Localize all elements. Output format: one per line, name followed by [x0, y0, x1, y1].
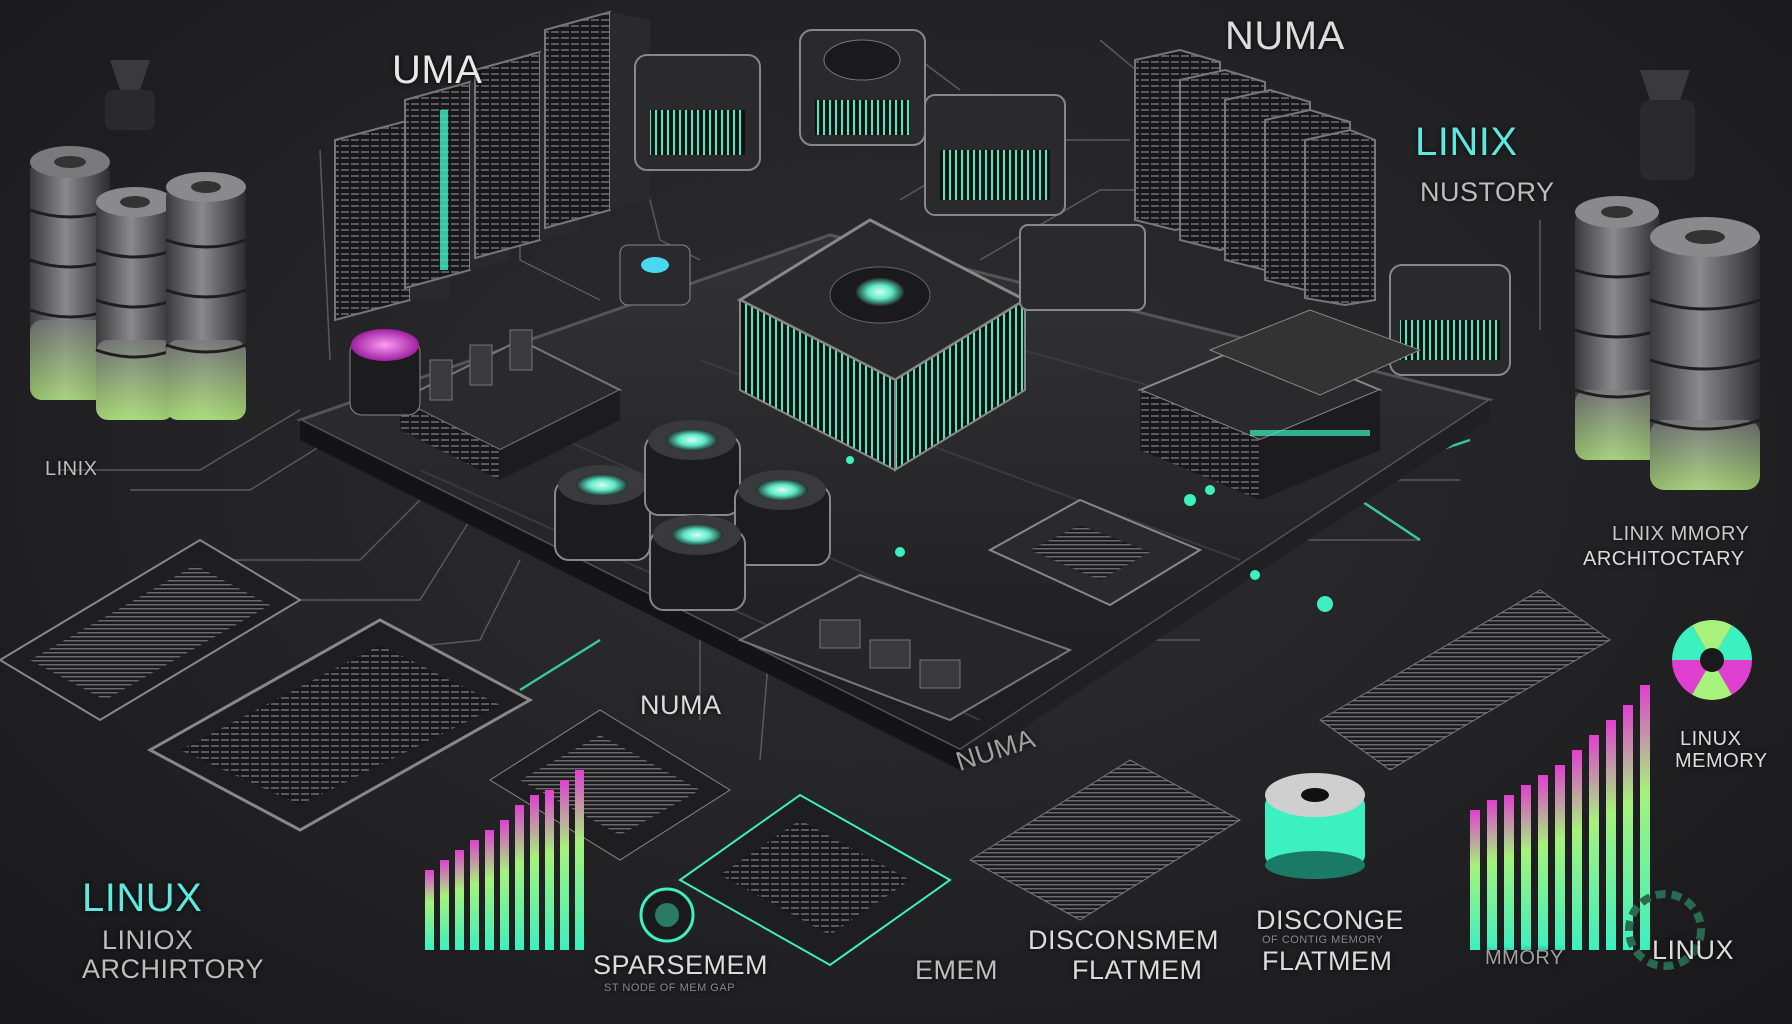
label-disconge-sub: OF CONTIG MEMORY [1262, 934, 1384, 946]
pie-chart-icon [1672, 620, 1752, 700]
label-disconsmem: DISCONSMEM [1028, 925, 1220, 955]
bar-chart-decoration-right [1470, 685, 1650, 950]
label-linix-left: LINIX [45, 458, 98, 480]
label-emem: EMEM [915, 955, 998, 985]
label-disconge: DISCONGE [1256, 905, 1405, 935]
label-archirtory: ARCHIRTORY [82, 954, 265, 984]
label-numa-top: NUMA [1225, 14, 1345, 58]
chipset-modules [737, 498, 1203, 722]
label-flatmem-1: FLATMEM [1072, 955, 1203, 985]
label-uma: UMA [392, 48, 483, 92]
label-linux-memory-2: MEMORY [1675, 750, 1768, 772]
memory-cylinders-right [1574, 70, 1761, 490]
label-flatmem-2: FLATMEM [1262, 946, 1393, 976]
label-sparsemem-sub: ST NODE OF MEM GAP [604, 982, 736, 994]
chip-badge-icon [639, 887, 695, 943]
label-linix-top: LINIX [1415, 120, 1518, 164]
label-sparsemem: SPARSEMEM [593, 950, 769, 980]
server-racks-numa [1134, 48, 1376, 307]
label-linux-corner: LINUX [1652, 935, 1735, 965]
connector-dots [846, 456, 1333, 612]
bottom-panels [0, 538, 1611, 967]
central-cpu-chip [736, 218, 1029, 472]
label-linix-memory: LINIX MMORY [1612, 523, 1750, 545]
label-architoctary: ARCHITOCTARY [1583, 548, 1745, 570]
memory-cylinders-left [29, 60, 247, 420]
bar-chart-decoration-left [425, 770, 584, 950]
ram-module-cluster [397, 329, 623, 480]
motherboard-platform [296, 233, 1494, 770]
label-mmory: MMORY [1485, 947, 1564, 969]
label-linux-memory-1: LINUX [1680, 728, 1742, 750]
lens-nodes [349, 244, 831, 611]
disk-icon [1265, 773, 1365, 879]
top-modules [634, 29, 1511, 376]
server-racks-uma [334, 10, 650, 322]
label-liniox: LINIOX [102, 925, 194, 955]
label-nustory: NUSTORY [1420, 177, 1555, 207]
storage-modules-right [1137, 309, 1422, 500]
label-numa-mid: NUMA [640, 690, 722, 720]
label-linux-bottom-left: LINUX [82, 876, 203, 920]
gear-emblem-icon [1625, 890, 1705, 970]
